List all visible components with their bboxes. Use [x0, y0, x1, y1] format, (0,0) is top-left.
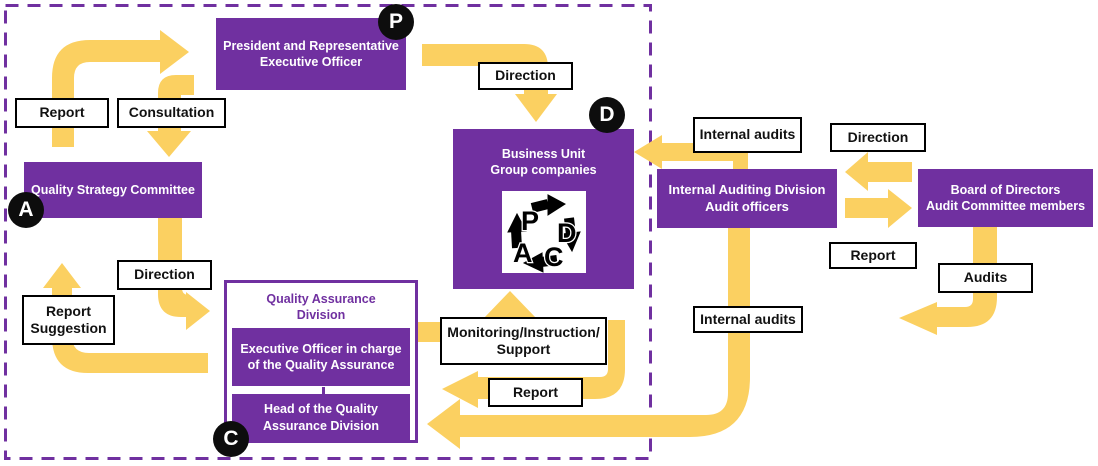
arrow-report-qsc-to-president — [52, 30, 189, 147]
iad-line1: Internal Auditing Division — [668, 181, 826, 197]
pdca-letter-a: A — [513, 238, 533, 268]
business-unit-line2: Group companies — [490, 163, 597, 177]
label-monitoring-line1: Monitoring/Instruction/ — [447, 323, 600, 340]
label-internal-audits-top-text: Internal audits — [699, 126, 796, 143]
label-audits: Audits — [938, 263, 1033, 293]
company-boundary-dashed-border — [4, 4, 652, 460]
badge-act: A — [8, 192, 44, 228]
label-report-suggestion-line2: Suggestion — [30, 320, 107, 336]
label-direction-top: Direction — [478, 62, 573, 90]
qa-title-line1: Quality Assurance — [266, 292, 376, 306]
arrow-audits-board-down-left — [899, 227, 997, 335]
label-report-top-text: Report — [39, 104, 85, 121]
board-line2: Audit Committee members — [925, 199, 1086, 213]
label-internal-audits-top: Internal audits — [693, 117, 802, 153]
qsc-label: Quality Strategy Committee — [31, 183, 195, 197]
qa-hierarchy-connector — [322, 387, 325, 397]
label-report-mid: Report — [488, 378, 583, 407]
qa-division-title: Quality Assurance Division — [227, 291, 415, 324]
node-qa-executive-officer: Executive Officer in charge of the Quali… — [232, 328, 410, 386]
badge-plan: P — [378, 4, 414, 40]
president-line2: Executive Officer — [259, 55, 363, 69]
label-report-right-text: Report — [850, 246, 896, 263]
badge-check: C — [213, 421, 249, 457]
qa-head-line1: Head of the Quality — [264, 402, 378, 417]
president-line1: President and Representative — [223, 39, 399, 53]
pdca-letter-c: C — [544, 242, 564, 272]
arrow-direction-board-to-iad — [845, 152, 912, 191]
label-consultation-text: Consultation — [128, 104, 215, 121]
label-direction-left: Direction — [117, 260, 212, 290]
label-report-top: Report — [15, 98, 109, 128]
iad-line2: Audit officers — [705, 198, 789, 214]
label-audits-text: Audits — [963, 269, 1008, 286]
node-internal-auditing-division: Internal Auditing Division Audit officer… — [657, 169, 837, 228]
label-direction-left-text: Direction — [134, 266, 195, 283]
board-line1: Board of Directors — [950, 183, 1061, 197]
node-president: President and Representative Executive O… — [216, 18, 406, 90]
node-business-unit: Business Unit Group companies P D C A — [453, 129, 634, 289]
label-report-suggestion: Report Suggestion — [22, 295, 115, 345]
arrow-report-suggestion-qa-to-qsc — [43, 263, 208, 373]
node-qa-division-container: Quality Assurance Division Executive Off… — [224, 280, 418, 443]
label-report-mid-text: Report — [512, 383, 559, 400]
qa-head-line2: Assurance Division — [262, 418, 379, 433]
qa-title-line2: Division — [296, 308, 346, 323]
business-unit-line1: Business Unit — [501, 147, 586, 161]
label-report-right: Report — [829, 242, 917, 269]
arrow-report-iad-to-board — [845, 189, 912, 228]
arrow-direction-qsc-to-qa-division — [158, 218, 210, 330]
label-monitoring-instruction-support: Monitoring/Instruction/ Support — [440, 317, 607, 365]
badge-do: D — [589, 97, 625, 133]
label-report-suggestion-line1: Report — [45, 302, 92, 319]
pdca-cycle-icon: P D C A — [501, 191, 586, 273]
label-internal-audits-bottom-text: Internal audits — [700, 310, 796, 327]
node-qa-head: Head of the Quality Assurance Division — [232, 394, 410, 441]
label-monitoring-line2: Support — [496, 341, 551, 357]
node-board-of-directors: Board of Directors Audit Committee membe… — [918, 169, 1093, 227]
qa-executive-officer-line2: of the Quality Assurance — [247, 358, 395, 372]
pdca-letter-p: P — [521, 206, 539, 236]
label-direction-right-text: Direction — [847, 128, 909, 145]
label-direction-right: Direction — [830, 123, 926, 152]
pdca-letter-d: D — [557, 218, 577, 248]
label-consultation: Consultation — [117, 98, 226, 128]
arrow-internal-audits-iad-to-qa-division — [427, 228, 750, 449]
label-direction-top-text: Direction — [495, 67, 556, 84]
qa-executive-officer-line1: Executive Officer in charge — [240, 341, 402, 356]
label-internal-audits-bottom: Internal audits — [693, 306, 803, 333]
node-quality-strategy-committee: Quality Strategy Committee — [24, 162, 202, 218]
